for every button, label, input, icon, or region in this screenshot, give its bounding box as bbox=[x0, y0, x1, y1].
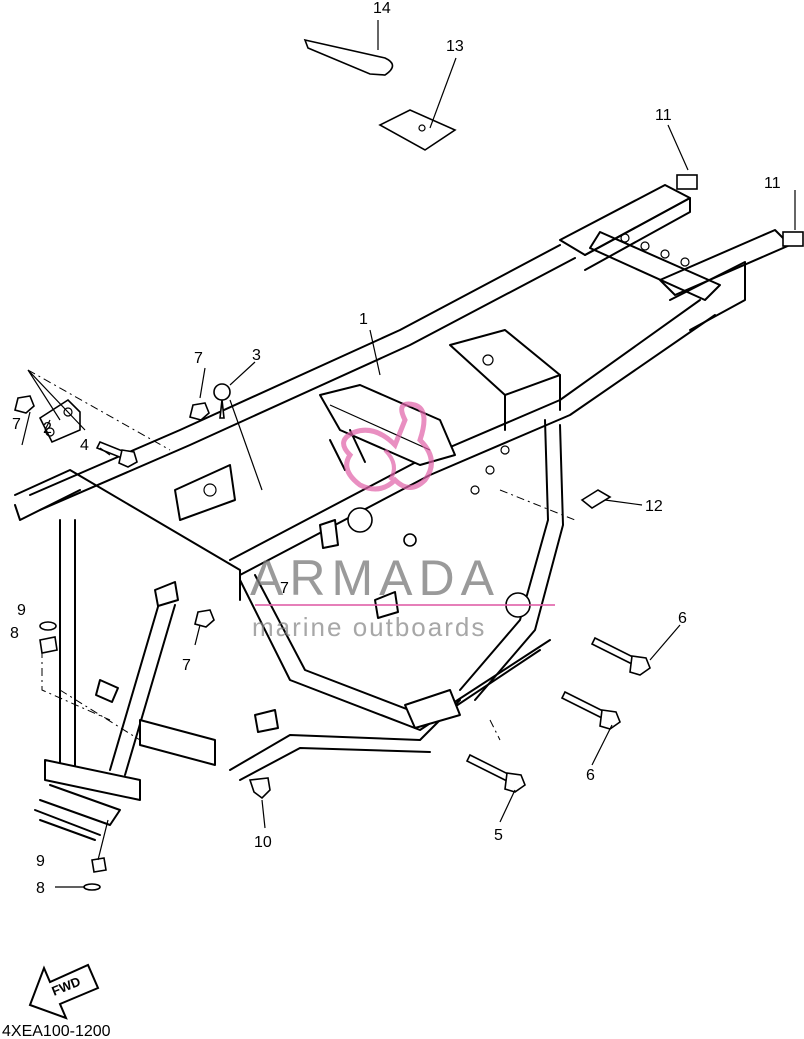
part-14-plate bbox=[303, 38, 394, 76]
watermark: ARMADA marine outboards bbox=[250, 401, 555, 642]
callout-1: 1 bbox=[359, 311, 368, 328]
callout-4: 4 bbox=[80, 437, 89, 454]
part-8-grommet bbox=[91, 857, 107, 873]
callout-7-left: 7 bbox=[12, 416, 21, 433]
part-10-fastener bbox=[248, 777, 271, 800]
part-3-bolt bbox=[213, 383, 231, 401]
part-11-cap bbox=[782, 231, 804, 247]
callout-12: 12 bbox=[645, 498, 663, 515]
part-8-grommet bbox=[39, 636, 58, 654]
watermark-subtitle: marine outboards bbox=[252, 612, 486, 642]
part-6-bolt bbox=[560, 690, 607, 720]
callout-11-left: 11 bbox=[655, 107, 672, 124]
callout-8-lower: 9 bbox=[36, 853, 45, 870]
part-12-clip bbox=[580, 489, 612, 509]
callout-11-right: 11 bbox=[764, 175, 781, 192]
watermark-brand: ARMADA bbox=[250, 550, 500, 606]
part-6-bolt bbox=[590, 636, 637, 666]
callout-10: 10 bbox=[254, 834, 272, 851]
part-9-ring bbox=[83, 883, 101, 891]
diagram-code: 4XEA100-1200 bbox=[2, 1023, 111, 1039]
callout-3: 3 bbox=[252, 347, 261, 364]
watermark-logo bbox=[341, 401, 434, 492]
part-13-pad bbox=[378, 109, 457, 151]
callout-9-upper: 9 bbox=[17, 602, 26, 619]
leader-lines bbox=[21, 20, 796, 888]
callout-6-upper: 6 bbox=[678, 610, 687, 627]
part-7-nut bbox=[189, 402, 210, 421]
callout-14: 14 bbox=[373, 0, 391, 17]
callout-6-lower: 6 bbox=[586, 767, 595, 784]
part-11-cap bbox=[676, 174, 698, 190]
part-7-nut bbox=[194, 609, 215, 628]
part-2-bracket bbox=[38, 398, 81, 444]
callout-13: 13 bbox=[446, 38, 464, 55]
callout-9-lower: 8 bbox=[36, 880, 45, 897]
callout-2: 2 bbox=[43, 420, 52, 437]
part-5-bolt bbox=[465, 753, 512, 783]
callout-7-lower: 7 bbox=[182, 657, 191, 674]
fwd-arrow-icon: FWD bbox=[28, 963, 100, 1020]
callout-8-upper: 8 bbox=[10, 625, 19, 642]
callouts: 14 13 11 11 1 3 7 7 2 4 12 7 9 8 6 7 6 5… bbox=[10, 0, 781, 897]
frame-drawing bbox=[14, 184, 791, 841]
part-9-ring bbox=[39, 621, 57, 631]
callout-7-mid: 7 bbox=[280, 580, 289, 597]
callout-7-top: 7 bbox=[194, 350, 203, 367]
callout-5: 5 bbox=[494, 827, 503, 844]
parts bbox=[14, 38, 804, 891]
part-7-nut bbox=[14, 395, 35, 414]
